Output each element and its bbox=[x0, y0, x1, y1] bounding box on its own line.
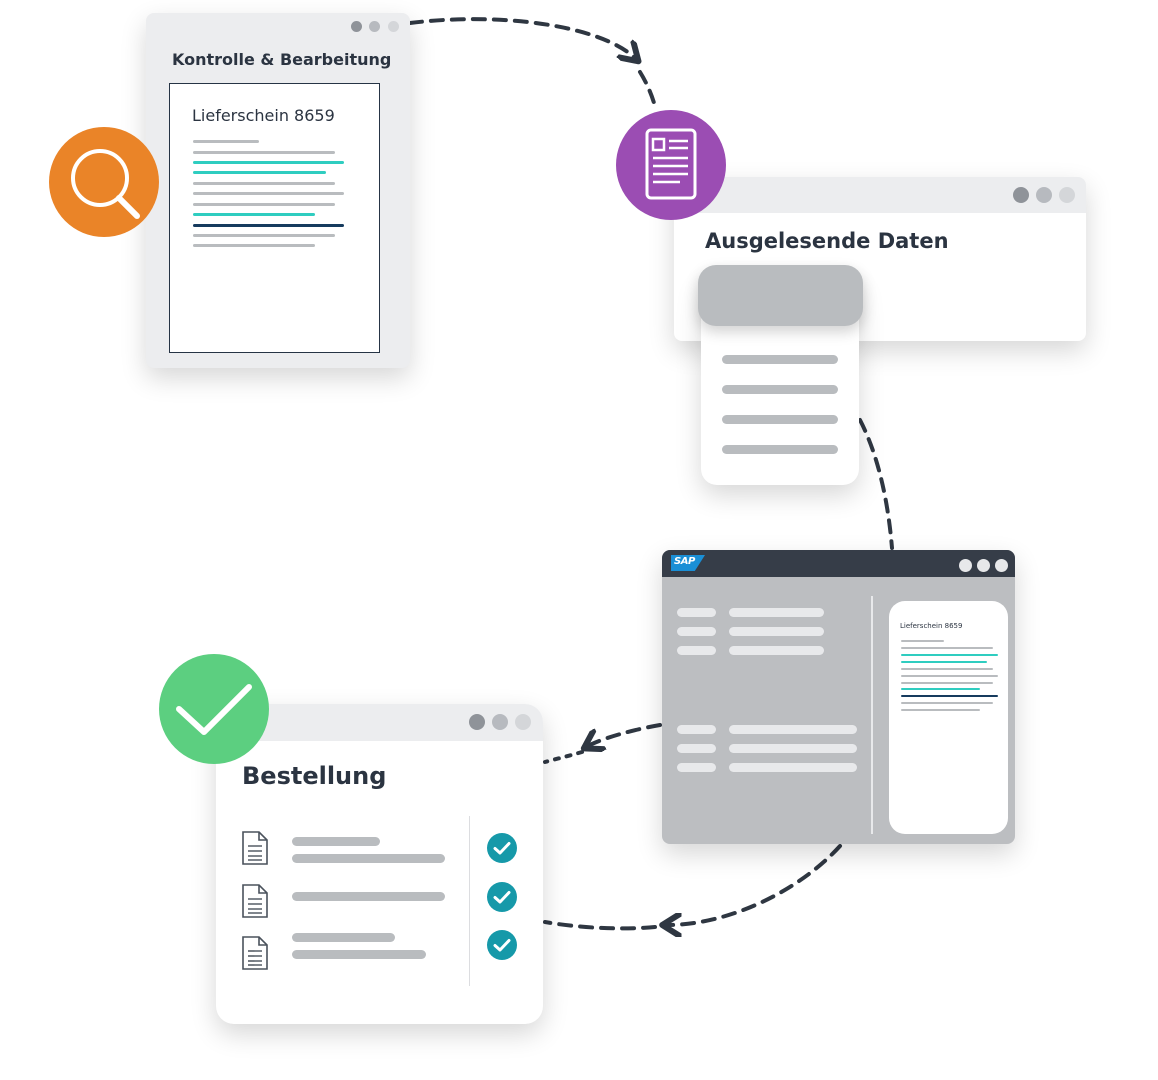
arrow-sap-to-bestellung-tail bbox=[543, 750, 584, 764]
sap-field-label bbox=[677, 646, 716, 655]
sap-preview-title: Lieferschein 8659 bbox=[900, 622, 963, 630]
window-titlebar bbox=[216, 704, 543, 741]
preview-line bbox=[901, 661, 987, 663]
document-page: Lieferschein 8659 bbox=[169, 83, 380, 353]
order-line bbox=[292, 892, 445, 901]
window-dot bbox=[1059, 187, 1075, 203]
preview-line bbox=[901, 709, 980, 711]
doc-line bbox=[193, 161, 344, 164]
dropdown-item bbox=[722, 355, 838, 364]
dropdown-item bbox=[722, 445, 838, 454]
search-icon bbox=[71, 149, 140, 219]
file-icon bbox=[242, 831, 268, 865]
sap-field-label bbox=[677, 725, 716, 734]
doc-line bbox=[193, 171, 326, 174]
preview-line bbox=[901, 688, 980, 690]
window-dot bbox=[995, 559, 1008, 572]
sap-field-label bbox=[677, 627, 716, 636]
doc-line bbox=[193, 244, 315, 247]
bestellung-title: Bestellung bbox=[242, 762, 387, 790]
window-dot bbox=[977, 559, 990, 572]
arrow-daten-head bbox=[638, 70, 658, 112]
doc-line bbox=[193, 140, 259, 143]
dropdown-header bbox=[698, 265, 863, 326]
kontrolle-title: Kontrolle & Bearbeitung bbox=[172, 50, 392, 69]
sap-field-value bbox=[729, 646, 824, 655]
sap-field-value bbox=[729, 608, 824, 617]
arrow-sap-return-tail bbox=[543, 920, 657, 931]
document-icon bbox=[645, 128, 697, 200]
doc-line bbox=[193, 203, 335, 206]
sap-titlebar bbox=[662, 550, 1015, 577]
file-icon bbox=[242, 936, 268, 970]
order-line bbox=[292, 933, 395, 942]
preview-line bbox=[901, 668, 993, 670]
preview-line bbox=[901, 647, 993, 649]
order-line bbox=[292, 854, 445, 863]
window-dot bbox=[492, 714, 508, 730]
sap-field-value bbox=[729, 744, 857, 753]
window-dot bbox=[469, 714, 485, 730]
doc-line bbox=[193, 234, 335, 237]
arrow-daten-to-sap bbox=[858, 418, 894, 550]
sap-logo: SAP bbox=[671, 555, 705, 571]
document-title: Lieferschein 8659 bbox=[192, 106, 335, 125]
dropdown-item bbox=[722, 415, 838, 424]
arrow-kontrolle-to-daten bbox=[408, 17, 635, 58]
document-badge bbox=[616, 110, 726, 220]
doc-line bbox=[193, 224, 344, 227]
sap-logo-text: SAP bbox=[674, 556, 695, 567]
window-dot bbox=[388, 21, 399, 32]
preview-line bbox=[901, 702, 993, 704]
doc-line bbox=[193, 182, 335, 185]
preview-line bbox=[901, 675, 998, 677]
window-dot bbox=[1036, 187, 1052, 203]
dropdown-item bbox=[722, 385, 838, 394]
check-circle-icon bbox=[487, 882, 517, 912]
bestellung-window: Bestellung bbox=[216, 704, 543, 1024]
preview-line bbox=[901, 695, 998, 697]
sap-divider bbox=[871, 596, 873, 834]
arrow-sap-to-bestellung bbox=[588, 723, 662, 746]
sap-field-value bbox=[729, 725, 857, 734]
daten-title: Ausgelesende Daten bbox=[705, 229, 949, 253]
kontrolle-window: Kontrolle & Bearbeitung Lieferschein 865… bbox=[146, 13, 410, 368]
sap-field-label bbox=[677, 608, 716, 617]
sap-field-value bbox=[729, 763, 857, 772]
sap-field-label bbox=[677, 744, 716, 753]
sap-document-preview: Lieferschein 8659 bbox=[889, 601, 1008, 834]
window-dot bbox=[369, 21, 380, 32]
sap-field-value bbox=[729, 627, 824, 636]
file-icon bbox=[242, 884, 268, 918]
window-dot bbox=[1013, 187, 1029, 203]
checkmark-icon bbox=[176, 684, 252, 735]
doc-line bbox=[193, 213, 315, 216]
doc-line bbox=[193, 151, 335, 154]
sap-field-label bbox=[677, 763, 716, 772]
preview-line bbox=[901, 640, 944, 642]
search-badge bbox=[49, 127, 159, 237]
check-circle-icon bbox=[487, 930, 517, 960]
arrow-sap-return bbox=[667, 844, 842, 925]
preview-line bbox=[901, 682, 993, 684]
doc-line bbox=[193, 192, 344, 195]
order-line bbox=[292, 837, 380, 846]
preview-line bbox=[901, 654, 998, 656]
window-dot bbox=[515, 714, 531, 730]
window-dot bbox=[351, 21, 362, 32]
sap-window: SAP Lieferschein 8659 bbox=[662, 550, 1015, 844]
window-dot bbox=[959, 559, 972, 572]
bestellung-divider bbox=[469, 816, 470, 986]
checkmark-badge bbox=[159, 654, 269, 764]
order-line bbox=[292, 950, 426, 959]
check-circle-icon bbox=[487, 833, 517, 863]
